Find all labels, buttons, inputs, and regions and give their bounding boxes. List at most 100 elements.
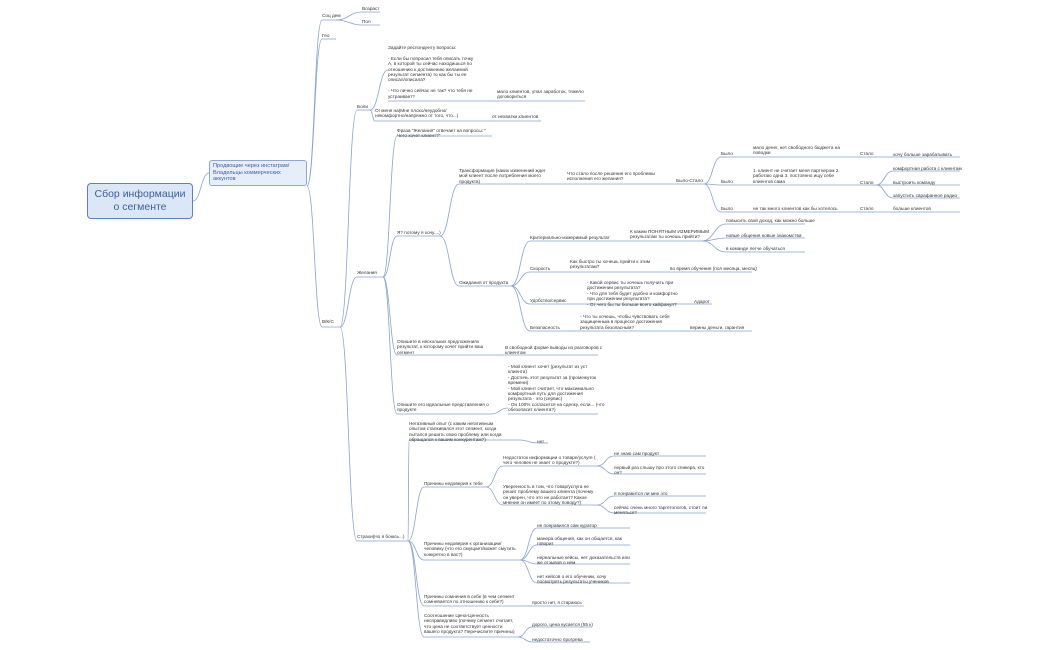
nedoverie-tebe-node[interactable]: Причины недоверия к тебе <box>424 481 483 486</box>
node-zhelaniya[interactable]: Желания <box>357 270 377 275</box>
uverennost-2[interactable]: сейчас очень много таргетологов, стоит л… <box>614 505 708 516</box>
connector <box>519 527 538 561</box>
somnenie-answer[interactable]: просто нет, я стараюсь <box>532 600 582 605</box>
nedoverie-org-node[interactable]: Причины недоверия к организации/ человек… <box>424 541 516 557</box>
node-vkus[interactable]: В/К/С <box>322 319 334 324</box>
somnenie-node[interactable]: Причины сомнения в себе (в чем сегмент с… <box>424 594 515 605</box>
connector <box>407 486 425 542</box>
zhelaniya-ia[interactable]: Я? потому я хочу....) <box>397 230 441 235</box>
nedostatok-info-2[interactable]: первый раз слышу про этого спикера, кто … <box>614 465 705 476</box>
nedostatok-info-node[interactable]: Недостаток информации о товаре/услуге ( … <box>503 455 596 466</box>
bylo-3-text[interactable]: не так много клиентов как бы хотелось <box>753 206 838 211</box>
stalo-2c-text[interactable]: запустить сарафанное радио <box>893 193 958 198</box>
bylo-2-text[interactable]: 1. клиент не считает меня партнером 2. р… <box>753 168 840 184</box>
stalo-1[interactable]: Стало <box>860 151 874 156</box>
connector <box>192 172 210 202</box>
stalo-2b-text[interactable]: выстроить команду <box>893 180 936 185</box>
connector <box>519 439 538 444</box>
connector <box>407 540 425 561</box>
connector <box>339 109 358 328</box>
node-geo[interactable]: Гео <box>322 33 330 38</box>
node-age[interactable]: Возраст <box>362 6 380 11</box>
connector <box>339 326 358 542</box>
bylo-stalo-node[interactable]: Было-Стало <box>676 178 703 183</box>
connector <box>510 240 531 287</box>
nedostatok-info-1[interactable]: не знаю сам продукт <box>614 451 660 456</box>
bylo-2[interactable]: Было <box>721 179 733 184</box>
connector <box>701 223 727 242</box>
stalo-1-text[interactable]: хочу больше зарабатывать <box>893 152 953 157</box>
connector <box>596 504 615 514</box>
bezopasnost-node[interactable]: Безопасность <box>530 325 560 330</box>
cena-node[interactable]: Соотношение Цена-Ценность несправедливо … <box>424 613 515 635</box>
connector <box>439 235 460 287</box>
skorost-question[interactable]: Как быстро ты хочешь прийти к этим резул… <box>570 259 650 270</box>
connector <box>382 276 398 415</box>
connector <box>517 626 533 638</box>
connector <box>306 185 323 328</box>
kriterii-node[interactable]: Критериально-измеримый результат <box>530 235 610 240</box>
cena-2[interactable]: недостаточно прогрева <box>532 637 583 642</box>
segment-node[interactable]: Продвощие через инстаграм/ Владельцы ком… <box>209 160 307 186</box>
neskolko-answer[interactable]: В свободной форме выводы из разговоров с… <box>505 345 603 356</box>
skorost-node[interactable]: Скорость <box>530 266 551 271</box>
kriterii-1[interactable]: повысить свой доход, как можно больше <box>726 218 815 223</box>
udobstvo-node[interactable]: Удобство/сервис <box>530 298 567 303</box>
node-boli[interactable]: Боли <box>357 104 368 109</box>
nedoverie-org-2[interactable]: манера общения, как он общается, как гов… <box>537 536 622 547</box>
negativ-node[interactable]: Негативный опыт (с каким негативным опыт… <box>409 421 502 443</box>
stalo-2a-text[interactable]: комфортная работа с клиентам <box>893 166 962 171</box>
uverennost-node[interactable]: Уверенность в том, что товар/услуга не р… <box>503 484 594 506</box>
nedoverie-org-3[interactable]: нереальные кейсы, нет доказательств или … <box>537 555 630 566</box>
connector <box>490 407 509 415</box>
bylo-1-text[interactable]: мало денег, нет свободного бюджета на по… <box>753 145 840 156</box>
root-node[interactable]: Сбор информации о сегменте <box>87 183 193 219</box>
kriterii-question[interactable]: К каким ПОНЯТНЫМ ИЗМЕРИМЫМ результатам т… <box>630 229 710 240</box>
uverennost-1[interactable]: я понравится ли мне это <box>614 491 668 496</box>
boli-answer-2[interactable]: от нехватки клиентов <box>492 114 539 119</box>
bezopasnost-question[interactable]: - Что ты хочешь, чтобы чувствовать себя … <box>580 314 670 330</box>
connector <box>703 156 722 185</box>
connector <box>510 271 531 287</box>
ideal-answer[interactable]: - Мой клиент хочет (результат из уст кли… <box>508 364 605 413</box>
zhelaniya-phrase[interactable]: Фраза "Желания" отвечает на вопросы: " Ч… <box>397 128 486 139</box>
ozhidaniya-node[interactable]: Ожидания от продукта <box>459 280 509 285</box>
kriterii-2[interactable]: новые общения новые знакомства <box>726 233 802 238</box>
ideal-node[interactable]: Опишите его идеальные представления о пр… <box>397 402 489 413</box>
chto-stalo-node[interactable]: Что стало после решения его проблемы исп… <box>567 171 655 182</box>
stalo-3-text[interactable]: больше клиентов <box>893 206 931 211</box>
node-sex[interactable]: Пол <box>362 19 371 24</box>
skorost-answer[interactable]: во время обучения (пол месяца, месяц) <box>670 266 757 271</box>
connector <box>485 486 504 506</box>
connector <box>519 544 538 561</box>
stalo-2[interactable]: Стало <box>860 180 874 185</box>
bylo-3[interactable]: Было <box>721 206 733 211</box>
bylo-1[interactable]: Было <box>721 151 733 156</box>
cena-1[interactable]: дорого, цена кусается (55 к) <box>532 622 593 627</box>
nedoverie-org-4[interactable]: нет кейсов о его обучении, хочу посмотре… <box>537 574 609 585</box>
connector <box>382 135 398 278</box>
negativ-answer[interactable]: нет <box>537 439 545 444</box>
udobstvo-question[interactable]: - Какой сервис ты хочешь получить при до… <box>587 280 678 307</box>
boli-question-1[interactable]: Задайте респонденту вопросы: - Если бы п… <box>388 45 474 99</box>
nedoverie-org-1[interactable]: не понравился сам куратор <box>537 523 597 528</box>
stalo-3[interactable]: Стало <box>860 206 874 211</box>
connector <box>701 240 727 253</box>
kriterii-3[interactable]: в команде легче обучаться <box>726 246 785 251</box>
node-strahi[interactable]: Страхи(Но я боюсь...) <box>357 534 405 539</box>
boli-question-2[interactable]: О! меня на(Мне плохо/неудобно/ некомфорт… <box>375 108 459 119</box>
neskolko-node[interactable]: Опишите в нескольких предложениях резуль… <box>397 339 484 355</box>
connector <box>306 38 323 187</box>
udobstvo-answer[interactable]: Адарот <box>694 299 710 304</box>
connector <box>335 19 363 26</box>
connector <box>369 109 376 122</box>
node-socdem[interactable]: Соц дем <box>322 13 341 18</box>
bezopasnost-answer[interactable]: верины деньги, гарантия <box>690 325 745 330</box>
connector <box>517 636 533 643</box>
connector <box>439 183 460 237</box>
connector <box>382 276 398 356</box>
boli-answer-1[interactable]: мало клиентов, упал заработок, тяжело до… <box>497 89 584 100</box>
transformation-node[interactable]: Трансформация (каких изменений ждет мой … <box>459 168 546 184</box>
